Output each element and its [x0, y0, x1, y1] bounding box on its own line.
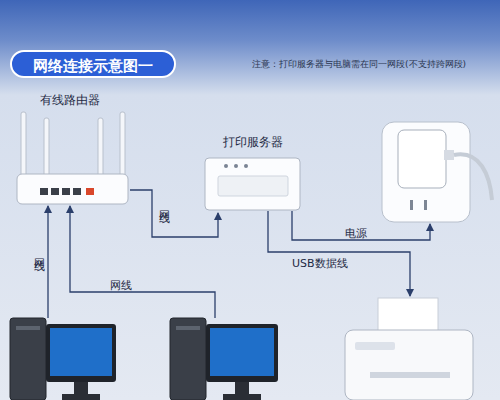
network-cable — [130, 190, 218, 237]
router-body — [17, 174, 128, 204]
cable-label: USB数据线 — [292, 256, 348, 271]
antenna — [21, 112, 26, 176]
cable-label: 电源 — [345, 226, 367, 241]
front-panel — [218, 176, 288, 196]
wan-port — [86, 188, 94, 195]
led — [224, 164, 228, 168]
lan-port — [51, 188, 59, 195]
led — [244, 164, 248, 168]
output-slot — [370, 372, 450, 378]
computer-illustration — [170, 318, 278, 400]
outlet-plate — [382, 122, 470, 222]
pc-tower — [10, 318, 46, 400]
printer-body — [345, 330, 473, 400]
power-cable — [292, 211, 430, 240]
computer-illustration — [10, 318, 116, 400]
antenna — [98, 118, 103, 176]
cable-label: 网线 — [31, 250, 46, 252]
device-label: 打印服务器 — [203, 134, 303, 151]
lan-port — [40, 188, 48, 195]
monitor-base — [223, 394, 261, 400]
cable-label: 网线 — [110, 278, 132, 293]
monitor-stand — [235, 382, 249, 394]
print-server-body — [205, 158, 300, 210]
charger-cable — [454, 154, 492, 200]
print-server-node: 打印服务器 — [203, 134, 303, 212]
note-text: 注意：打印服务器与电脑需在同一网段(不支持跨网段) — [252, 58, 466, 71]
charger — [398, 130, 446, 188]
lan-port — [73, 188, 81, 195]
antenna — [120, 112, 125, 176]
title-banner: 网络连接示意图一 — [10, 50, 176, 78]
charger-plug — [444, 150, 454, 160]
router-illustration — [17, 112, 128, 204]
monitor — [206, 324, 278, 382]
print-server-illustration — [205, 158, 300, 210]
monitor-stand — [74, 382, 88, 394]
monitor-screen — [50, 328, 112, 376]
router-node: 有线路由器 — [12, 92, 130, 208]
antenna — [44, 118, 49, 176]
cable-label: 网线 — [156, 202, 171, 204]
outlet-illustration — [382, 122, 492, 222]
usb-cable — [268, 211, 410, 296]
monitor — [46, 324, 116, 382]
pc-tower — [170, 318, 206, 400]
socket-hole — [424, 200, 427, 210]
drive-bay — [176, 326, 200, 330]
control-panel — [355, 342, 395, 350]
drive-bay — [16, 326, 40, 330]
device-label: 有线路由器 — [40, 92, 130, 109]
led — [234, 164, 238, 168]
printer-illustration — [345, 298, 473, 400]
monitor-screen — [210, 328, 274, 376]
monitor-base — [62, 394, 100, 400]
lan-port — [62, 188, 70, 195]
network-cable — [47, 206, 48, 318]
network-cable — [70, 206, 215, 318]
paper — [378, 298, 438, 334]
socket-hole — [410, 200, 413, 210]
